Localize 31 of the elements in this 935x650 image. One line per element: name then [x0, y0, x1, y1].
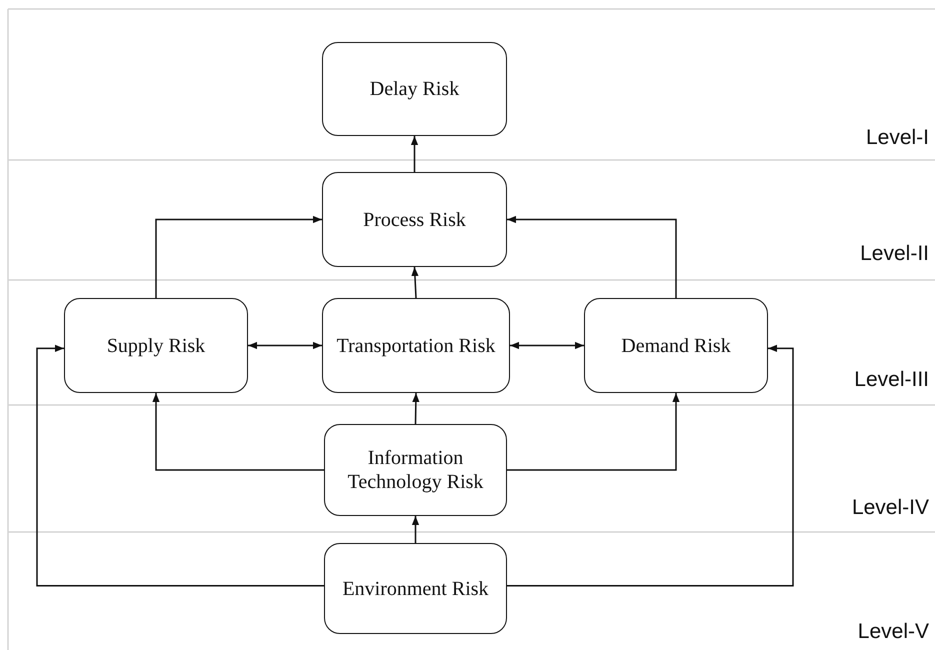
risk-box [322, 298, 510, 393]
arrow [410, 136, 418, 172]
arrow [411, 266, 419, 298]
risk-box [584, 298, 768, 393]
arrow [507, 344, 794, 587]
arrow [510, 342, 584, 350]
risk-box [324, 543, 507, 634]
node-label: Process Risk [363, 208, 466, 232]
node-label: Transportation Risk [336, 334, 496, 358]
risk-box [322, 42, 507, 136]
arrow [507, 393, 680, 471]
level-label: Level-II [860, 242, 929, 266]
arrow [155, 216, 322, 298]
risk-box [324, 424, 507, 516]
arrow [36, 344, 324, 587]
node-label: Information Technology Risk [346, 446, 484, 494]
level-label: Level-V [858, 620, 929, 644]
arrow [412, 516, 420, 543]
risk-box [64, 298, 248, 393]
node-label: Delay Risk [370, 77, 460, 101]
arrow [412, 392, 420, 424]
level-label: Level-III [854, 368, 929, 392]
node-label: Supply Risk [106, 334, 206, 358]
risk-box [322, 172, 507, 267]
arrow [152, 393, 324, 471]
level-label: Level-I [866, 126, 929, 150]
node-label: Demand Risk [621, 334, 731, 358]
node-label: Environment Risk [342, 576, 489, 600]
level-label: Level-IV [852, 496, 929, 520]
arrow [507, 216, 677, 298]
arrow [248, 342, 322, 350]
